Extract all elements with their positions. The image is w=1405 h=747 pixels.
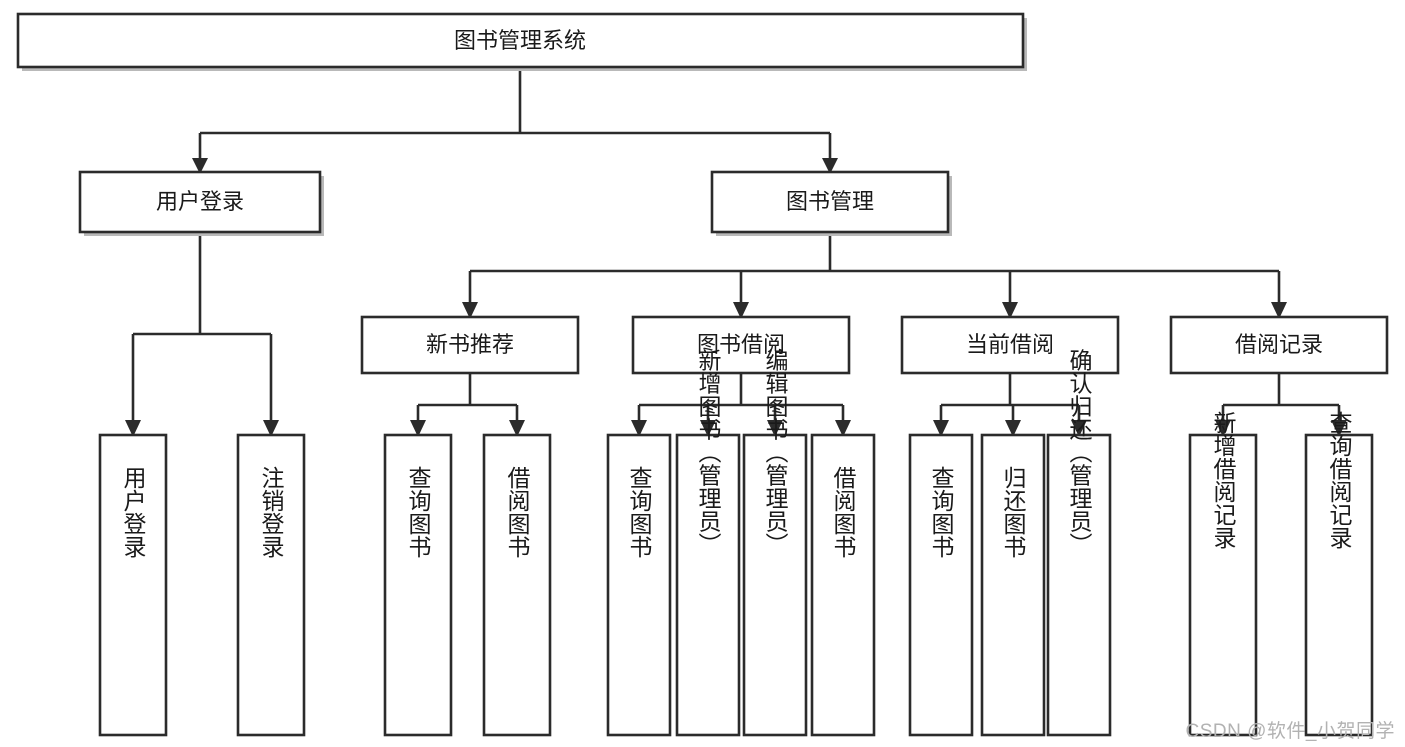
node-leaf-borrow-book-bb[interactable]: 借阅图书	[810, 433, 876, 737]
node-leaf-logout-rect	[236, 433, 306, 737]
arrow-head-user-login	[192, 158, 208, 174]
node-leaf-add-book-rect	[675, 433, 741, 737]
arrow-head-leaf-confirm-return	[1071, 420, 1087, 437]
node-leaf-add-book[interactable]: 新增图书（管理员）	[675, 349, 741, 737]
arrow-head-book-borrow	[733, 302, 749, 319]
node-user-login-rect	[78, 170, 322, 234]
node-leaf-return-book[interactable]: 归还图书	[980, 433, 1046, 737]
node-current-borrow-label: 当前借阅	[966, 332, 1054, 357]
node-borrow-record-label: 借阅记录	[1235, 332, 1323, 357]
node-leaf-confirm-return-rect	[1046, 433, 1112, 737]
node-book-borrow[interactable]: 图书借阅	[631, 315, 851, 375]
node-leaf-query-book-nb-rect	[383, 433, 453, 737]
node-leaf-query-record-rect	[1304, 433, 1374, 737]
node-leaf-query-record[interactable]: 查询借阅记录	[1304, 411, 1374, 737]
arrow-head-leaf-return-book	[1005, 420, 1021, 437]
node-leaf-query-book-bb-rect	[606, 433, 672, 737]
node-leaf-edit-book-label: 编辑图书（管理员）	[762, 349, 789, 556]
node-book-manage-rect	[710, 170, 950, 234]
connector-layer	[125, 67, 1347, 437]
arrow-head-new-book-recommend	[462, 302, 478, 319]
node-root-label: 图书管理系统	[454, 28, 586, 53]
node-leaf-query-book-nb[interactable]: 查询图书	[383, 433, 453, 737]
node-leaf-borrow-book-bb-rect	[810, 433, 876, 737]
node-book-manage-label: 图书管理	[786, 189, 874, 214]
node-leaf-query-book-cb-rect	[908, 433, 974, 737]
arrow-head-leaf-borrow-book-bb	[835, 420, 851, 437]
node-new-book-recommend-label: 新书推荐	[426, 332, 514, 357]
arrow-head-leaf-query-book-nb	[410, 420, 426, 437]
node-leaf-borrow-book-nb-label: 借阅图书	[504, 466, 531, 558]
node-leaf-logout[interactable]: 注销登录	[236, 433, 306, 737]
node-book-borrow-rect	[631, 315, 851, 375]
node-leaf-borrow-book-nb-rect	[482, 433, 552, 737]
node-leaf-return-book-rect	[980, 433, 1046, 737]
arrow-head-leaf-query-book-bb	[631, 420, 647, 437]
node-borrow-record-rect	[1169, 315, 1389, 375]
node-leaf-user-login-label: 用户登录	[120, 466, 147, 558]
arrow-head-leaf-query-record	[1331, 420, 1347, 437]
arrow-head-book-manage	[822, 158, 838, 174]
node-new-book-recommend[interactable]: 新书推荐	[360, 315, 580, 375]
node-book-manage[interactable]: 图书管理	[710, 170, 952, 236]
node-leaf-user-login-rect	[98, 433, 168, 737]
node-user-login-label: 用户登录	[156, 189, 244, 214]
node-root[interactable]: 图书管理系统	[16, 12, 1027, 71]
arrow-head-leaf-borrow-book-nb	[509, 420, 525, 437]
arrow-head-leaf-logout	[263, 420, 279, 437]
node-leaf-query-book-nb-label: 查询图书	[405, 466, 432, 558]
node-leaf-borrow-book-nb[interactable]: 借阅图书	[482, 433, 552, 737]
node-leaf-return-book-label: 归还图书	[1000, 466, 1027, 558]
arrow-head-current-borrow	[1002, 302, 1018, 319]
node-leaf-add-record-label: 新增借阅记录	[1210, 411, 1237, 549]
arrow-head-leaf-user-login	[125, 420, 141, 437]
node-leaf-edit-book-rect	[742, 433, 808, 737]
node-leaf-borrow-book-bb-label: 借阅图书	[830, 466, 857, 558]
node-root-rect	[16, 12, 1025, 69]
node-leaf-query-book-cb-label: 查询图书	[928, 466, 955, 558]
arrow-head-leaf-add-record	[1215, 420, 1231, 437]
node-leaf-query-book-bb-label: 查询图书	[626, 466, 653, 558]
arrow-head-leaf-query-book-cb	[933, 420, 949, 437]
node-leaf-query-record-label: 查询借阅记录	[1326, 411, 1353, 549]
node-leaf-user-login[interactable]: 用户登录	[98, 433, 168, 737]
node-leaf-edit-book[interactable]: 编辑图书（管理员）	[742, 349, 808, 737]
arrow-head-leaf-add-book	[700, 420, 716, 437]
node-leaf-confirm-return-label: 确认归还（管理员）	[1066, 349, 1093, 556]
node-leaf-query-book-cb[interactable]: 查询图书	[908, 433, 974, 737]
node-new-book-recommend-rect	[360, 315, 580, 375]
node-user-login[interactable]: 用户登录	[78, 170, 324, 236]
node-leaf-query-book-bb[interactable]: 查询图书	[606, 433, 672, 737]
node-leaf-add-record-rect	[1188, 433, 1258, 737]
node-borrow-record[interactable]: 借阅记录	[1169, 315, 1389, 375]
arrow-head-leaf-edit-book	[767, 420, 783, 437]
csdn-watermark: CSDN @软件_小贺同学	[1185, 721, 1395, 742]
node-leaf-logout-label: 注销登录	[258, 466, 285, 558]
node-leaf-confirm-return[interactable]: 确认归还（管理员）	[1046, 349, 1112, 737]
node-leaf-add-book-label: 新增图书（管理员）	[695, 349, 722, 556]
node-current-borrow[interactable]: 当前借阅	[900, 315, 1120, 375]
node-current-borrow-rect	[900, 315, 1120, 375]
arrow-head-borrow-record	[1271, 302, 1287, 319]
node-leaf-add-record[interactable]: 新增借阅记录	[1188, 411, 1258, 737]
node-book-borrow-label: 图书借阅	[697, 332, 785, 357]
